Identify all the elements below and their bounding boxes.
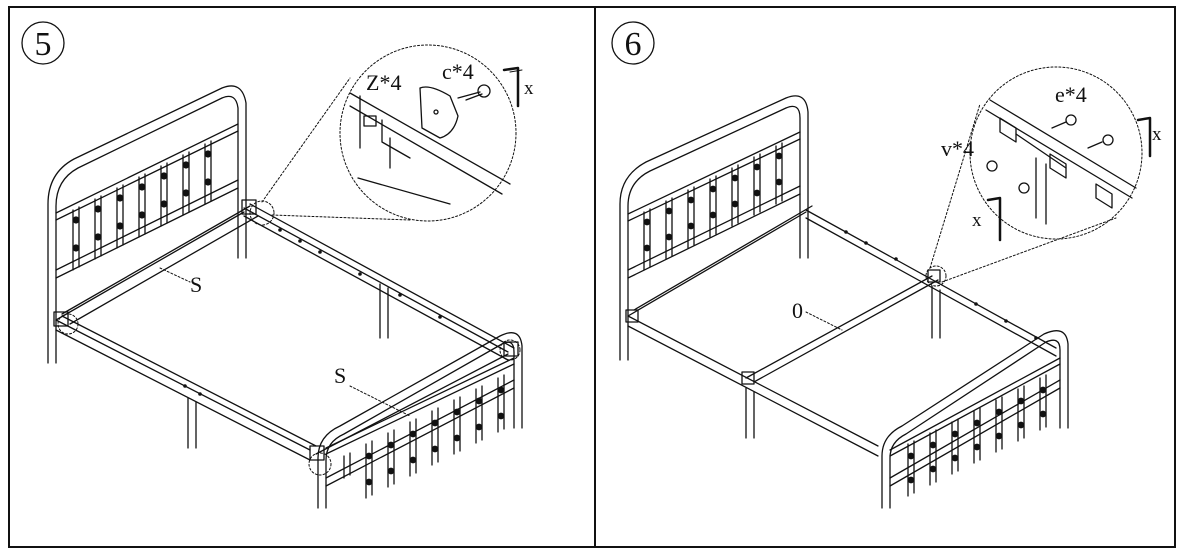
step-6-number: 6 [625,26,642,63]
step-6-detail [985,99,1152,242]
headboard-spindles [643,142,783,271]
label-tool-x: x [524,78,534,99]
label-c-count: c*4 [442,59,474,84]
label-z-count: Z*4 [366,70,401,95]
step-6-badge [611,21,655,65]
part-z-plate [419,86,459,139]
label-tool-x-bottom: x [972,210,982,231]
allen-key-x-top [1136,116,1152,158]
part-c-bolt [477,84,491,98]
headboard [619,95,809,361]
part-e-bolt-1 [1065,114,1077,126]
step-5-panel: 5 Z*4 c*4 x S S [8,6,596,548]
label-center-rail: 0 [792,298,803,323]
part-v-nut-1 [986,160,998,172]
step-5-number: 5 [35,26,52,63]
label-e-count: e*4 [1055,82,1087,107]
headboard [47,85,247,364]
center-rail [745,275,933,379]
footboard-spindles [365,374,505,499]
footboard [317,332,523,509]
label-tool-x-top: x [1152,124,1162,145]
label-rail-s-front: S [334,363,346,388]
step-5-illustration: 5 Z*4 c*4 x S S [21,21,534,509]
footboard [881,330,1069,509]
label-v-count: v*4 [941,136,974,161]
bed-frame [53,199,519,461]
part-e-bolt-2 [1102,134,1114,146]
step-6-panel: 6 0 e*4 v*4 x x [594,6,1176,548]
bed-frame [625,205,1057,457]
allen-key-x-bottom [986,196,1002,242]
label-rail-s-back: S [190,272,202,297]
step-5-badge [21,21,65,65]
step-6-illustration: 6 0 e*4 v*4 x x [611,21,1162,509]
part-v-nut-2 [1018,182,1030,194]
step-5-detail-magnifier [339,44,517,222]
step-6-detail-magnifier [969,66,1143,240]
footboard-spindles [907,374,1047,497]
allen-key-x [502,66,520,108]
step-5-detail [349,66,523,205]
